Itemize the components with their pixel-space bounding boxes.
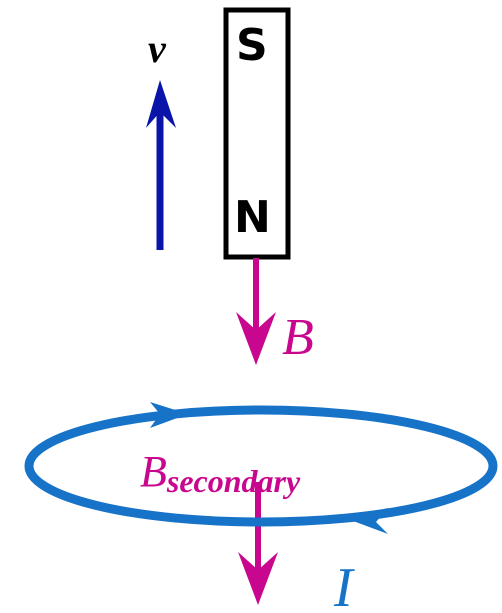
current-label: I bbox=[333, 557, 355, 613]
field-arrow-head bbox=[236, 312, 276, 365]
velocity-arrow: v bbox=[146, 26, 176, 250]
north-pole-label: N bbox=[234, 192, 271, 243]
secondary-field-label-base: B bbox=[140, 447, 167, 496]
velocity-label: v bbox=[148, 26, 167, 71]
bar-magnet: S N bbox=[223, 7, 291, 260]
loop-direction-arrow-top bbox=[150, 402, 188, 428]
magnet-body bbox=[223, 7, 291, 260]
svg-text:Bsecondary: Bsecondary bbox=[140, 447, 301, 499]
velocity-arrow-head bbox=[146, 80, 176, 128]
south-pole-label: S bbox=[236, 20, 268, 71]
field-arrow: B bbox=[236, 258, 314, 366]
field-label: B bbox=[282, 309, 314, 366]
secondary-field-arrow bbox=[238, 482, 278, 605]
secondary-field-arrow-head bbox=[238, 552, 278, 605]
current-loop bbox=[24, 402, 498, 534]
secondary-field-label: Bsecondary bbox=[140, 447, 301, 499]
loop-ring bbox=[24, 405, 498, 527]
secondary-field-label-subscript: secondary bbox=[166, 463, 301, 499]
loop-direction-arrow-bottom bbox=[345, 508, 388, 534]
